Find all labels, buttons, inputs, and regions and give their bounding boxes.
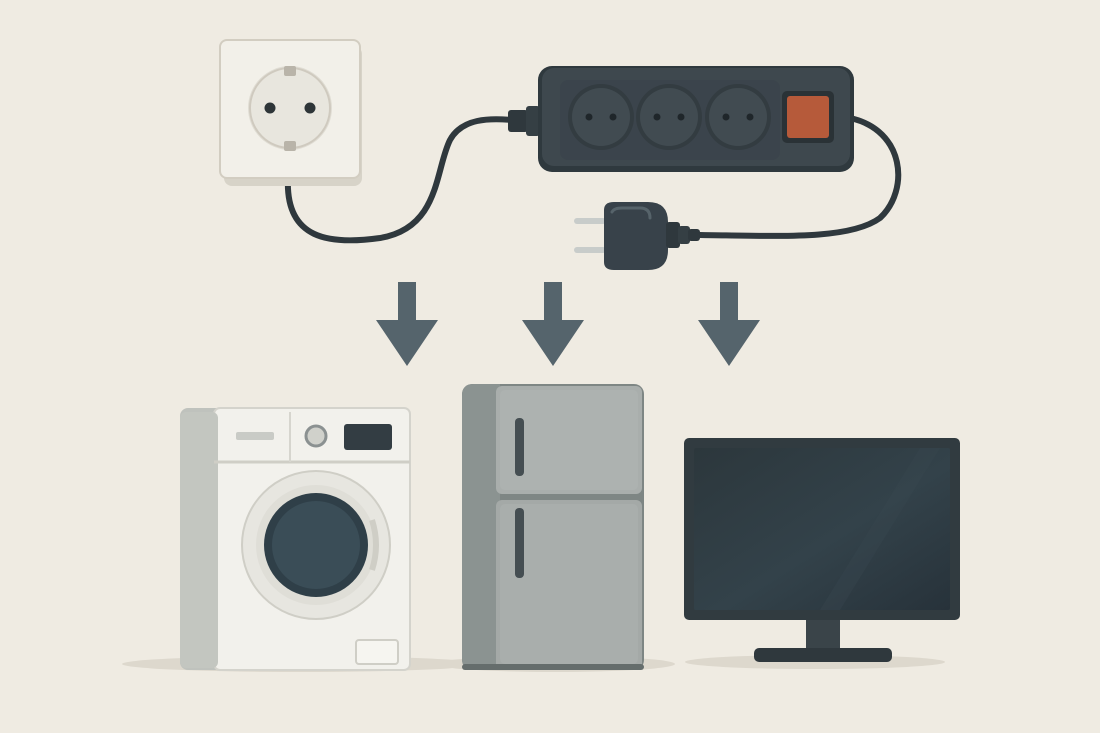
strip-outlet-3 xyxy=(705,84,771,150)
plug xyxy=(574,202,700,270)
refrigerator xyxy=(462,384,644,670)
wall-socket xyxy=(219,39,362,186)
arrow-to-television xyxy=(698,282,760,366)
cables xyxy=(284,115,902,244)
power-strip xyxy=(508,66,854,172)
strip-switch xyxy=(782,91,834,143)
washer-door xyxy=(241,470,391,620)
strip-outlet-1 xyxy=(568,84,634,150)
arrow-to-washing-machine xyxy=(376,282,438,366)
washing-machine xyxy=(180,407,411,671)
strip-to-plug-cable xyxy=(697,115,902,239)
strip-outlet-2 xyxy=(636,84,702,150)
television xyxy=(684,438,960,662)
arrow-to-refrigerator xyxy=(522,282,584,366)
wall-to-strip-cable xyxy=(284,116,515,244)
